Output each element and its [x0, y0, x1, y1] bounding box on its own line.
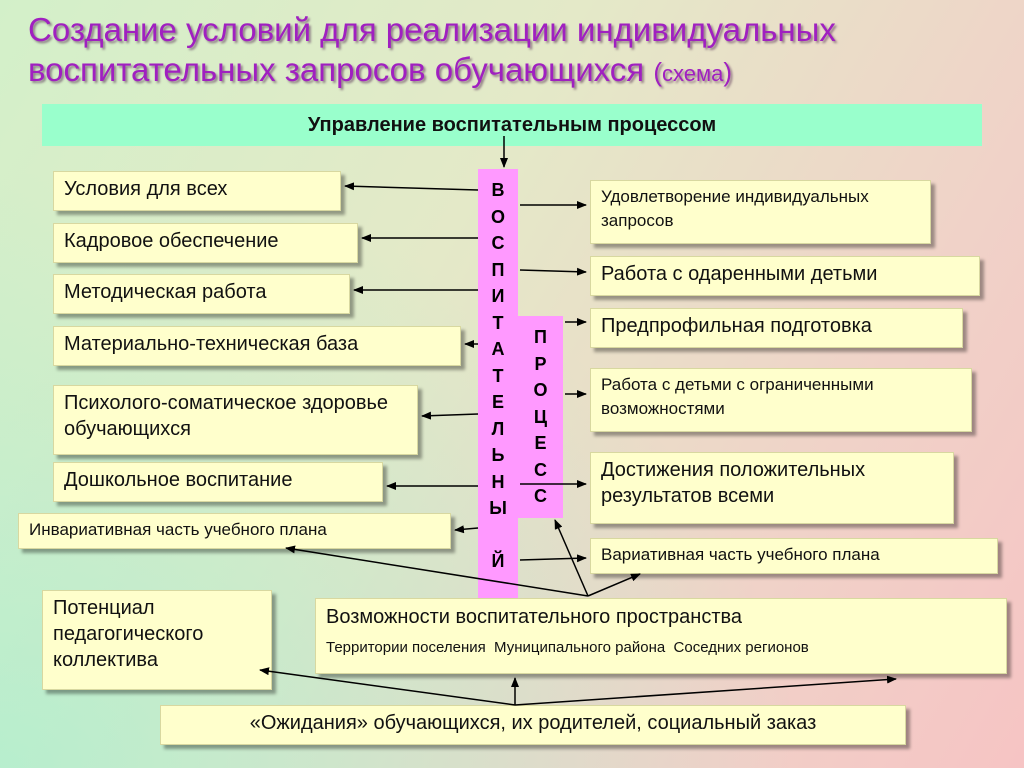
right-box-variative-plan: Вариативная часть учебного плана — [590, 538, 998, 574]
right-box-gifted-children: Работа с одаренными детьми — [590, 256, 980, 296]
left-box-conditions-for-all: Условия для всех — [53, 171, 341, 211]
right-box-preprofile: Предпрофильная подготовка — [590, 308, 963, 348]
left-box-staffing: Кадровое обеспечение — [53, 223, 358, 263]
arrow-space-to-invariant — [285, 545, 589, 597]
arrow-exp-to-regions — [514, 675, 897, 706]
arrow-space-to-variative — [587, 573, 641, 597]
right-box-positive-results: Достижения положительных результатов все… — [590, 452, 954, 524]
left-box-material-base: Материально-техническая база — [53, 326, 461, 366]
left-box-health: Психолого-соматическое здоровье обучающи… — [53, 385, 418, 455]
title-paren-open: ( — [653, 57, 662, 87]
box-teacher-potential: Потенциал педагогического коллектива — [42, 590, 272, 690]
arrow-to-variative — [519, 554, 587, 563]
box-expectations: «Ожидания» обучающихся, их родителей, со… — [160, 705, 906, 745]
title-paren-close: ) — [723, 57, 733, 87]
arrow-exp-to-potential — [259, 667, 516, 706]
arrow-to-invariant — [454, 525, 479, 534]
space-subtitle: Территории поселения Муниципального райо… — [326, 639, 809, 656]
arrow-to-conditions — [344, 182, 479, 191]
page-title: Создание условий для реализации индивиду… — [28, 10, 1013, 94]
title-main: Создание условий для реализации индивиду… — [28, 11, 836, 88]
right-box-limited-abilities: Работа с детьми с ограниченными возможно… — [590, 368, 972, 432]
arrow-to-gifted — [519, 267, 587, 276]
left-box-methodical-work: Методическая работа — [53, 274, 350, 314]
box-educational-space: Возможности воспитательного пространства… — [315, 598, 1007, 674]
title-scheme-label: схема — [661, 61, 724, 86]
right-box-individual-requests: Удовлетворение индивидуальных запросов — [590, 180, 931, 244]
header-management-box: Управление воспитательным процессом — [42, 104, 982, 146]
space-title: Возможности воспитательного пространства — [326, 606, 743, 628]
left-box-invariant-plan: Инвариативная часть учебного плана — [18, 513, 451, 549]
arrow-to-health — [421, 411, 479, 420]
arrow-space-to-process — [554, 519, 589, 597]
left-box-preschool: Дошкольное воспитание — [53, 462, 383, 502]
